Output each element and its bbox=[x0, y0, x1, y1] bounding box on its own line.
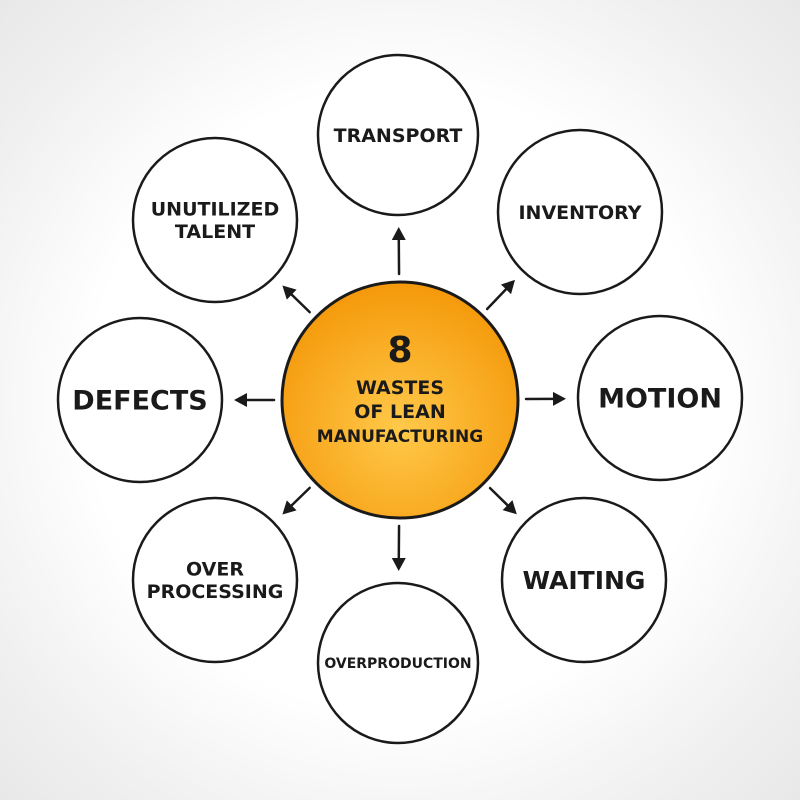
arrow-to-defects bbox=[234, 393, 276, 407]
node-label: UNUTILIZED bbox=[151, 198, 280, 220]
arrow-head-icon bbox=[234, 393, 247, 407]
node-inventory: INVENTORY bbox=[496, 128, 664, 296]
arrow-to-overproduction bbox=[391, 524, 406, 572]
arrow-head-icon bbox=[391, 557, 406, 572]
arrow-head-icon bbox=[282, 285, 297, 300]
central-topic-line-2: OF LEAN bbox=[354, 401, 445, 423]
node-label: DEFECTS bbox=[72, 386, 207, 417]
node-label: TALENT bbox=[175, 221, 255, 243]
arrow-shaft bbox=[488, 486, 509, 507]
arrow-to-inventory bbox=[485, 279, 515, 311]
arrow-head-icon bbox=[502, 500, 517, 515]
node-label: OVER bbox=[186, 558, 244, 580]
node-waiting: WAITING bbox=[500, 496, 668, 664]
arrow-head-icon bbox=[552, 391, 567, 406]
arrow-shaft bbox=[290, 486, 311, 507]
node-overproduction: OVERPRODUCTION bbox=[316, 581, 480, 745]
arrow-to-motion bbox=[524, 391, 567, 406]
node-circle bbox=[496, 128, 664, 296]
node-motion: MOTION bbox=[576, 314, 744, 482]
node-circle bbox=[576, 314, 744, 482]
node-circle bbox=[316, 53, 480, 217]
arrow-head-icon bbox=[282, 500, 297, 515]
arrow-to-unutilized-talent bbox=[282, 285, 311, 314]
node-circle bbox=[131, 136, 299, 304]
node-label: PROCESSING bbox=[147, 581, 284, 603]
node-transport: TRANSPORT bbox=[316, 53, 480, 217]
arrow-head-icon bbox=[391, 226, 406, 241]
central-topic-line-1: WASTES bbox=[356, 377, 444, 399]
arrow-to-over-processing bbox=[282, 486, 311, 515]
nodes-layer: TRANSPORT INVENTORY MOTION WAITING OVERPRODU… bbox=[56, 53, 744, 745]
central-topic-number: 8 bbox=[387, 330, 412, 371]
central-topic-line-3: MANUFACTURING bbox=[317, 427, 483, 447]
node-circle bbox=[56, 316, 224, 484]
node-circle bbox=[131, 496, 299, 664]
node-defects: DEFECTS bbox=[56, 316, 224, 484]
node-label: WAITING bbox=[523, 566, 646, 595]
arrow-head-icon bbox=[500, 279, 515, 295]
node-label: TRANSPORT bbox=[334, 125, 463, 147]
node-circle bbox=[500, 496, 668, 664]
node-label: MOTION bbox=[598, 384, 722, 415]
arrows-layer bbox=[234, 226, 567, 572]
arrow-shaft bbox=[290, 293, 311, 314]
central-topic-circle bbox=[280, 280, 520, 520]
arrow-to-waiting bbox=[488, 486, 517, 515]
node-circle bbox=[316, 581, 480, 745]
node-label: INVENTORY bbox=[518, 202, 641, 224]
arrow-to-transport bbox=[391, 226, 406, 276]
node-label: OVERPRODUCTION bbox=[324, 656, 471, 672]
central-topic: 8 WASTES OF LEAN MANUFACTURING bbox=[280, 280, 520, 520]
arrow-shaft bbox=[485, 288, 508, 311]
